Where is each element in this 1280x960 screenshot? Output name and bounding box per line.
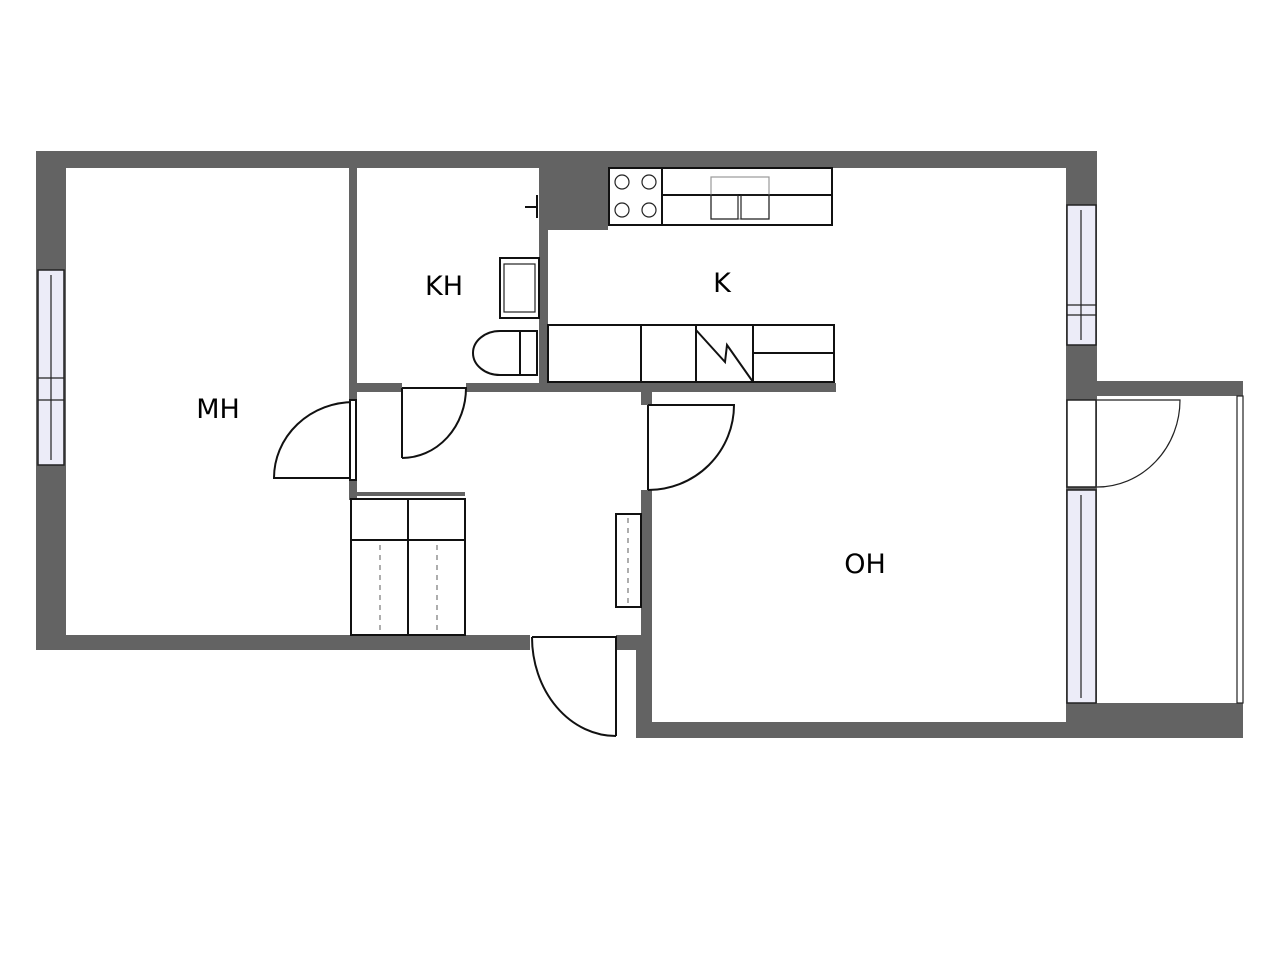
room-label-kh: KH: [425, 271, 463, 302]
windows: [37, 204, 1244, 704]
fixtures: [350, 167, 835, 636]
bathroom-sink: [499, 257, 540, 319]
room-label-oh: OH: [844, 549, 886, 580]
room-labels: MH KH K OH: [196, 268, 886, 580]
room-label-k: K: [713, 268, 732, 299]
walls: [36, 151, 1243, 738]
room-label-mh: MH: [196, 394, 240, 425]
balcony-door-frame: [1066, 399, 1097, 488]
door-bedroom: [272, 401, 355, 479]
balcony-railing: [1236, 395, 1244, 704]
door-balcony: [1096, 399, 1181, 488]
door-living-room: [647, 404, 736, 491]
sink: [710, 194, 739, 220]
door-entrance: [531, 636, 617, 737]
doors: [272, 387, 1181, 737]
toilet: [472, 330, 521, 376]
fridge-symbol: [695, 329, 754, 383]
door-bathroom: [401, 387, 468, 459]
shower-tap: [525, 195, 538, 218]
